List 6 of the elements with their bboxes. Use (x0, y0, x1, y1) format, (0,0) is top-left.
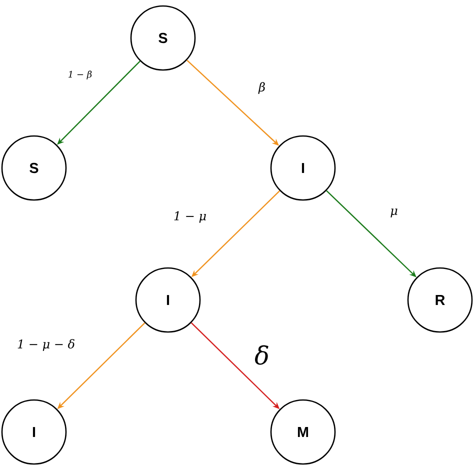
edge-label: 1 − μ − δ (18, 339, 74, 351)
edge-label: β (258, 82, 265, 94)
edge-label: 1 − β (68, 70, 92, 80)
edge-label: μ (390, 208, 398, 218)
edge-label: δ (255, 345, 268, 365)
edge-label: 1 − μ (174, 211, 206, 223)
